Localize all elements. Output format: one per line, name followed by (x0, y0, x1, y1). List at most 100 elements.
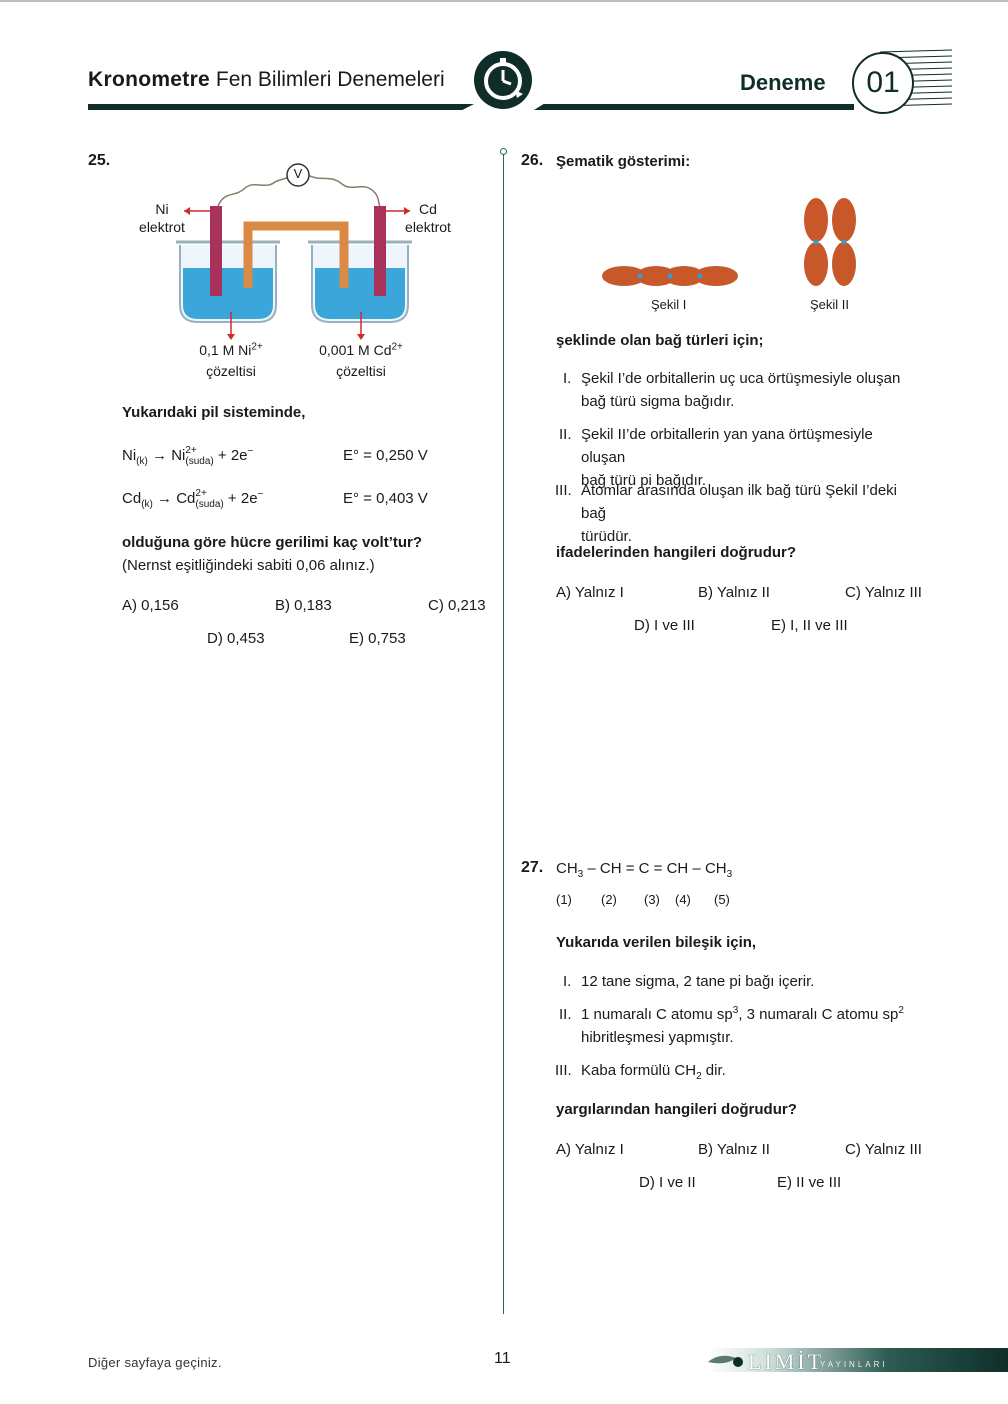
q25-potential-1: E° = 0,250 V (343, 447, 428, 464)
carbon-label-4: (4) (675, 892, 691, 907)
r1-left-sub: (k) (136, 456, 148, 467)
top-rule (0, 0, 1008, 2)
ni-solution-text2: çözeltisi (206, 363, 256, 379)
q26-s3-text: Atomlar arasında oluşan ilk bağ türü Şek… (581, 479, 921, 548)
q26-s2-text: Şekil II’de orbitallerin yan yana örtüşm… (581, 423, 921, 492)
q27-lead: Yukarıda verilen bileşik için, (556, 934, 757, 951)
publisher-band (708, 1348, 1008, 1372)
q27-option-d[interactable]: D) I ve II (639, 1174, 696, 1191)
q27-s2-text: 1 numaralı C atomu sp3, 3 numaralı C ato… (581, 1003, 926, 1049)
q25-note: (Nernst eşitliğindeki sabiti 0,06 alınız… (122, 557, 375, 574)
q25-option-a[interactable]: A) 0,156 (122, 597, 179, 614)
ni-label-line1: Ni (155, 201, 169, 217)
deneme-number-badge: 01 (852, 52, 914, 114)
ni-solution-label: 0,1 M Ni2+ çözeltisi (176, 340, 286, 382)
divider-dot (500, 148, 507, 155)
q25-option-c[interactable]: C) 0,213 (428, 597, 486, 614)
q26-option-a[interactable]: A) Yalnız I (556, 584, 624, 601)
q26-title: Şematik gösterimi: (556, 153, 691, 170)
q26-s1-text: Şekil I’de orbitallerin uç uca örtüşmesi… (581, 367, 921, 413)
carbon-label-2: (2) (601, 892, 617, 907)
brand-rest: Fen Bilimleri Denemeleri (215, 68, 445, 91)
r1-arrow: → (152, 447, 168, 464)
cd-solution-text: 0,001 M Cd (319, 342, 392, 358)
publisher-sub: YAYINLARI (820, 1360, 888, 1369)
q27-s3-a: Kaba formülü CH (581, 1062, 697, 1079)
r2-left: Cd (122, 490, 142, 507)
q26-s2-line2: bağ türü pi bağıdır. (581, 472, 707, 489)
cd-label-line1: Cd (419, 201, 437, 217)
cd-solution-text2: çözeltisi (336, 363, 386, 379)
q27-s2-line2: hibritleşmesi yapmıştır. (581, 1029, 734, 1046)
figure1-label: Şekil I (651, 297, 687, 312)
q27-option-e[interactable]: E) II ve III (777, 1174, 842, 1191)
ni-electrode-label: Ni elektrot (130, 200, 194, 236)
q27-s2-b-sup: 2 (898, 1005, 904, 1016)
q27-option-a[interactable]: A) Yalnız I (556, 1141, 624, 1158)
ni-solution-text: 0,1 M Ni (199, 342, 252, 358)
figure2-label: Şekil II (810, 297, 850, 312)
r1-tail: + 2e (217, 447, 248, 464)
r1-right-sup: 2+ (185, 445, 197, 457)
q26-option-c[interactable]: C) Yalnız III (845, 584, 922, 601)
r1-right-sub: (suda) (185, 456, 214, 468)
ni-label-line2: elektrot (139, 219, 185, 235)
deneme-label: Deneme (740, 70, 826, 95)
footer-next-page: Diğer sayfaya geçiniz. (88, 1355, 222, 1370)
q27-option-b[interactable]: B) Yalnız II (698, 1141, 770, 1158)
r1-right: Ni (171, 447, 186, 464)
q27-s3-roman: III. (555, 1062, 572, 1079)
r1-tail-sup: − (247, 446, 254, 457)
q26-option-b[interactable]: B) Yalnız II (698, 584, 770, 601)
q26-option-e[interactable]: E) I, II ve III (771, 617, 848, 634)
q27-s3-text: Kaba formülü CH2 dir. (581, 1059, 726, 1082)
carbon-label-1: (1) (556, 892, 572, 907)
q26-s1-roman: I. (563, 370, 572, 387)
cd-label-line2: elektrot (405, 219, 451, 235)
q25-option-d[interactable]: D) 0,453 (207, 630, 265, 647)
brand-bold: Kronometre (88, 68, 211, 91)
r2-tail-sup: − (257, 489, 264, 500)
page-number: 11 (494, 1350, 511, 1367)
q27-s3-a-sub: 2 (696, 1071, 702, 1082)
q27-s3-b: dir. (701, 1062, 726, 1079)
r2-left-sub: (k) (141, 499, 153, 510)
q26-option-d[interactable]: D) I ve III (634, 617, 695, 634)
q27-formula: CH3 – CH = C = CH – CH3 (556, 857, 732, 880)
q26-s3-line1: Atomlar arasında oluşan ilk bağ türü Şek… (581, 482, 897, 522)
q26-s3-line2: türüdür. (581, 528, 632, 545)
q26-s2-roman: II. (559, 426, 572, 443)
q26-s1-line1: Şekil I’de orbitallerin uç uca örtüşmesi… (581, 370, 901, 387)
r2-right-sub: (suda) (195, 499, 224, 511)
r2-arrow: → (157, 490, 173, 507)
formula-s1: 3 (577, 869, 584, 880)
q26-s3-roman: III. (555, 482, 572, 499)
q25-number: 25. (88, 152, 111, 169)
q26-question: ifadelerinden hangileri doğrudur? (556, 544, 797, 561)
q27-s2-b: , 3 numaralı C atomu sp (738, 1006, 899, 1023)
q27-option-c[interactable]: C) Yalnız III (845, 1141, 922, 1158)
q27-s2-roman: II. (559, 1006, 572, 1023)
q26-s1-line2: bağ türü sigma bağıdır. (581, 393, 735, 410)
q25-option-e[interactable]: E) 0,753 (349, 630, 406, 647)
q25-intro: Yukarıdaki pil sisteminde, (122, 404, 306, 421)
publisher-name: LİMİT (748, 1349, 825, 1374)
q26-s2-line1: Şekil II’de orbitallerin yan yana örtüşm… (581, 426, 873, 466)
header-line-left (88, 104, 474, 110)
r2-right: Cd (176, 490, 196, 507)
q25-cell-diagram: V Ni elektrot Cd elektrot 0,1 M Ni2+ çöz… (130, 160, 470, 395)
q25-option-b[interactable]: B) 0,183 (275, 597, 332, 614)
cd-solution-label: 0,001 M Cd2+ çözeltisi (306, 340, 416, 382)
q27-number: 27. (521, 859, 544, 876)
q27-question: yargılarından hangileri doğrudur? (556, 1101, 797, 1118)
r2-tail: + 2e (227, 490, 258, 507)
cd-solution-charge: 2+ (391, 341, 403, 353)
q25-question: olduğuna göre hücre gerilimi kaç volt’tu… (122, 534, 423, 551)
q26-lead: şeklinde olan bağ türleri için; (556, 332, 764, 349)
r1-left: Ni (122, 447, 137, 464)
header-brand: Kronometre Fen Bilimleri Denemeleri (88, 68, 445, 92)
publisher-leaf-icon (706, 1350, 746, 1370)
formula-p1: CH (556, 860, 578, 877)
q27-s2-a: 1 numaralı C atomu sp (581, 1006, 733, 1023)
